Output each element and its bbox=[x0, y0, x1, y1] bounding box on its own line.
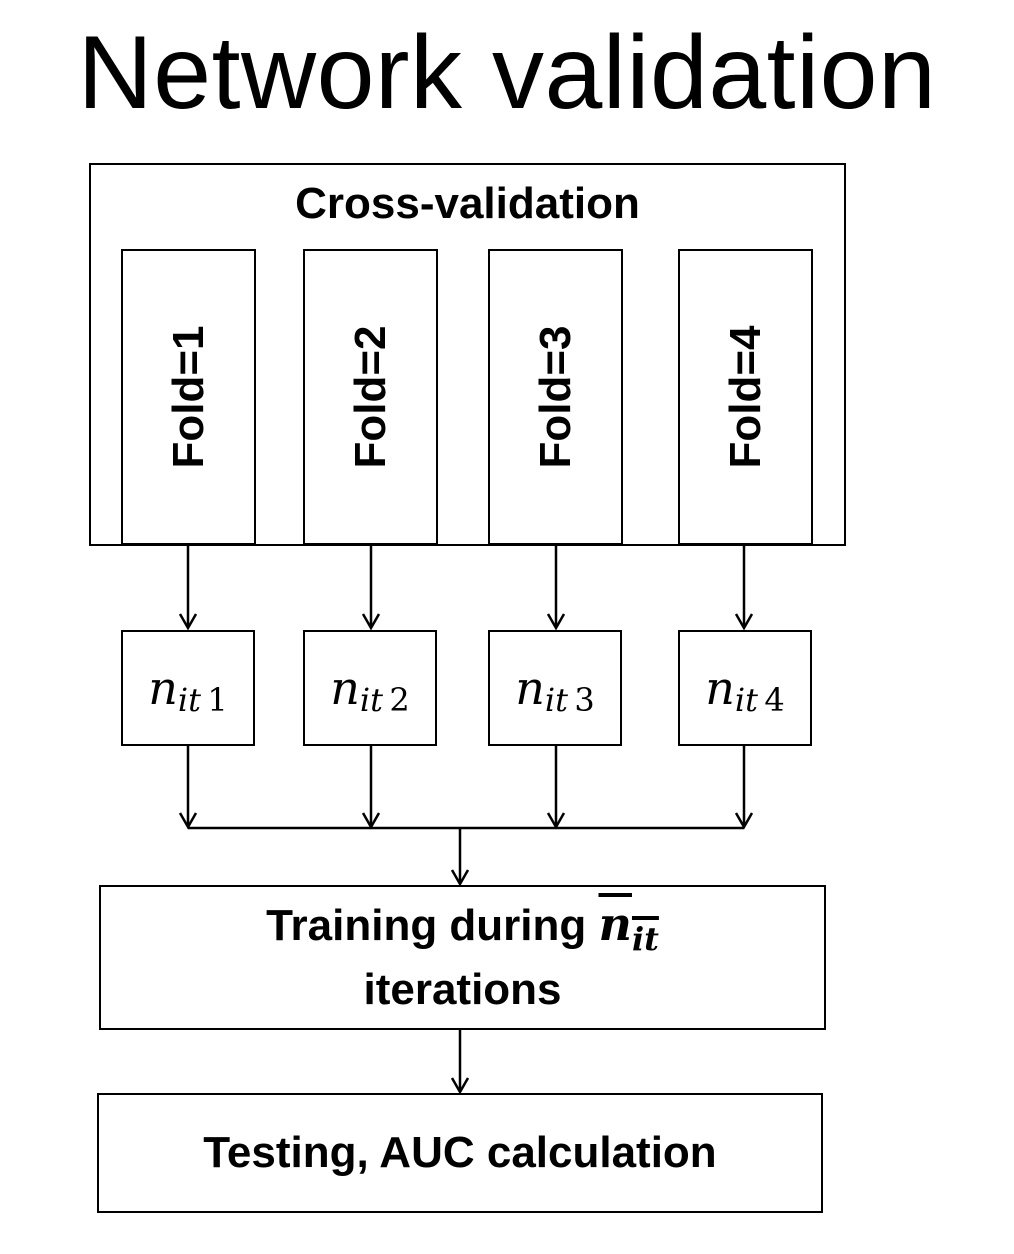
fold-box-3: Fold=3 bbox=[488, 249, 623, 545]
testing-label: Testing, AUC calculation bbox=[203, 1128, 717, 1177]
fold-box-1: Fold=1 bbox=[121, 249, 256, 545]
fold-label: Fold=3 bbox=[530, 325, 580, 469]
testing-box: Testing, AUC calculation bbox=[97, 1093, 823, 1213]
fold-label: Fold=4 bbox=[720, 325, 770, 469]
training-label-line2: iterations bbox=[363, 965, 562, 1014]
fold-label: Fold=1 bbox=[163, 325, 213, 469]
training-label: Training during nit bbox=[266, 897, 659, 958]
fold-label: Fold=2 bbox=[345, 325, 395, 469]
training-box: Training during nit iterations bbox=[99, 885, 826, 1030]
cross-validation-label: Cross-validation bbox=[295, 179, 640, 228]
page-title: Network validation bbox=[77, 15, 937, 131]
fold-box-4: Fold=4 bbox=[678, 249, 813, 545]
fold-box-2: Fold=2 bbox=[303, 249, 438, 545]
mean-iterations-symbol: nit bbox=[598, 897, 659, 958]
